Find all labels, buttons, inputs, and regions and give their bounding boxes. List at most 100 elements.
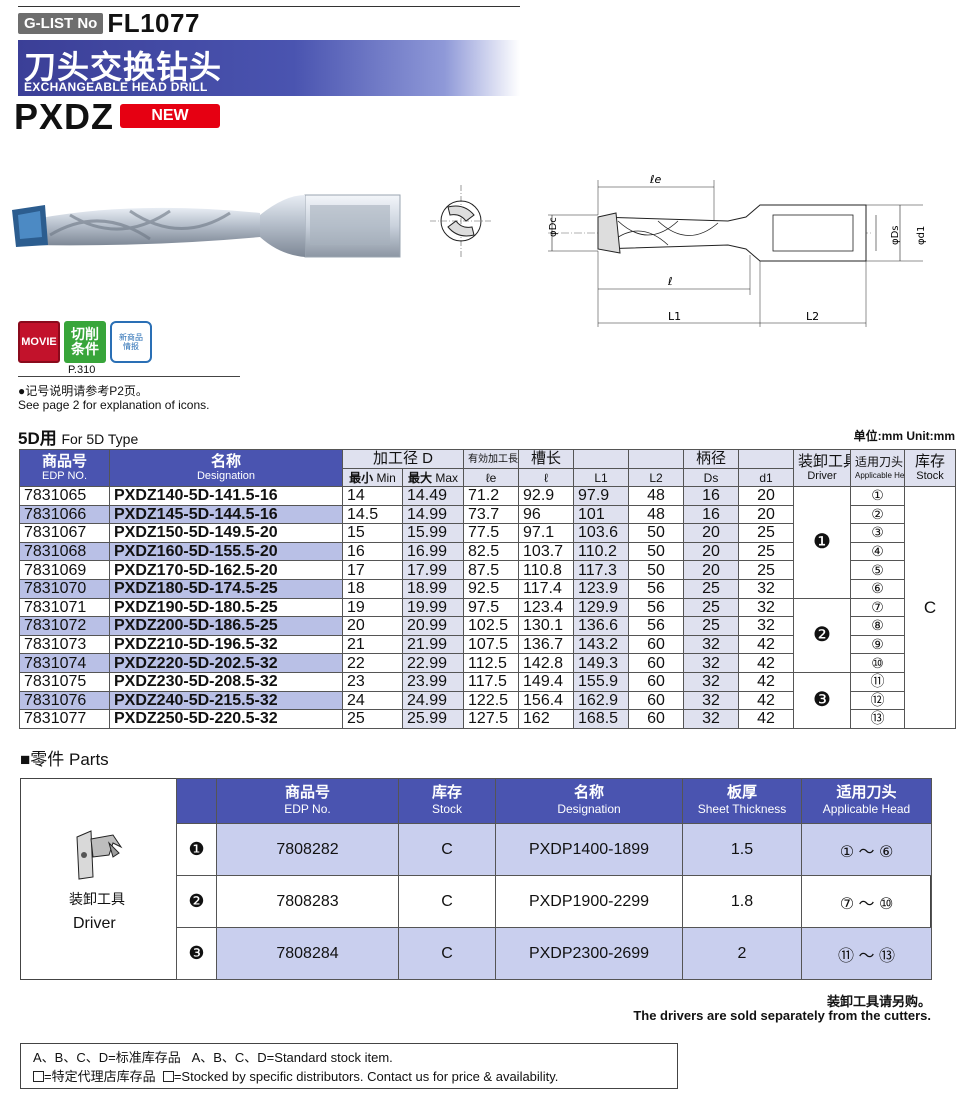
name-cell: PXDZ190-5D-180.5-25	[109, 597, 343, 618]
le-cell: 92.5	[463, 578, 520, 599]
edp-cell: 7831066	[19, 504, 110, 525]
label-L2: L2	[806, 310, 819, 323]
le-cell: 71.2	[463, 486, 520, 506]
driver-cell: ❷	[793, 597, 852, 673]
l-cell: 96	[518, 504, 575, 525]
ds-cell: 20	[683, 523, 740, 543]
L1-cell: 129.9	[573, 597, 630, 618]
header-d1-top	[738, 449, 795, 469]
section-title-zh: 5D用	[18, 429, 57, 448]
glist-header: G-LIST No FL1077	[18, 8, 200, 39]
max-cell: 17.99	[401, 560, 465, 580]
parts-header-mark	[176, 778, 217, 824]
d1-cell: 32	[738, 578, 795, 599]
driver-cell: ❸	[793, 671, 852, 729]
d1-cell: 42	[738, 671, 795, 692]
edp-cell: 7831069	[19, 560, 110, 580]
max-cell: 14.99	[401, 504, 465, 525]
icon-page-ref: P.310	[68, 364, 96, 376]
le-cell: 112.5	[463, 653, 520, 673]
min-cell: 19	[342, 597, 403, 618]
label-L1: L1	[668, 310, 681, 323]
le-cell: 107.5	[463, 634, 520, 655]
page-title-en: EXCHANGEABLE HEAD DRILL	[24, 80, 208, 94]
edp-cell: 7831071	[19, 597, 110, 618]
section-title: 5D用 For 5D Type	[18, 424, 138, 449]
max-cell: 23.99	[401, 671, 465, 692]
label-le: ℓe	[649, 173, 662, 186]
d1-cell: 42	[738, 709, 795, 729]
head-cell: ⑥	[850, 578, 906, 599]
L1-cell: 136.6	[573, 616, 630, 636]
L1-cell: 149.3	[573, 653, 630, 673]
L1-cell: 162.9	[573, 690, 630, 711]
header-ds-sub: Ds	[683, 468, 740, 487]
edp-cell: 7831072	[19, 616, 110, 636]
le-cell: 77.5	[463, 523, 520, 543]
movie-icon[interactable]: MOVIE	[18, 321, 60, 363]
new-product-info-icon[interactable]: 新商品情报	[110, 321, 152, 363]
L2-cell: 60	[628, 634, 685, 655]
name-cell: PXDZ140-5D-141.5-16	[109, 486, 343, 506]
l-cell: 92.9	[518, 486, 575, 506]
l-cell: 123.4	[518, 597, 575, 618]
le-cell: 87.5	[463, 560, 520, 580]
name-cell: PXDZ145-5D-144.5-16	[109, 504, 343, 525]
header-d1: d1	[738, 468, 795, 487]
stock-legend: A、B、C、D=标准库存品 A、B、C、D=Standard stock ite…	[20, 1043, 678, 1089]
edp-cell: 7831075	[19, 671, 110, 692]
le-cell: 122.5	[463, 690, 520, 711]
edp-cell: 7831077	[19, 709, 110, 729]
L2-cell: 60	[628, 653, 685, 673]
driver-label-en: Driver	[73, 915, 116, 932]
stock-legend-en: A、B、C、D=Standard stock item.	[191, 1050, 393, 1065]
max-cell: 22.99	[401, 653, 465, 673]
name-cell: PXDZ230-5D-208.5-32	[109, 671, 343, 692]
ds-cell: 32	[683, 690, 740, 711]
d1-cell: 25	[738, 560, 795, 580]
head-cell: ⑬	[850, 709, 906, 729]
parts-head-cell: ⑦ ～ ⑩	[801, 875, 932, 928]
L2-cell: 56	[628, 578, 685, 599]
L1-cell: 155.9	[573, 671, 630, 692]
max-cell: 18.99	[401, 578, 465, 599]
ds-cell: 20	[683, 560, 740, 580]
max-cell: 20.99	[401, 616, 465, 636]
new-badge: NEW	[120, 104, 220, 128]
cutting-conditions-icon[interactable]: 切削条件	[64, 321, 106, 363]
header-L2: L2	[628, 468, 685, 487]
parts-head-cell: ⑪ ～ ⑬	[801, 927, 932, 980]
parts-name-cell: PXDP1400-1899	[495, 823, 683, 876]
new-info-label-1: 新商品	[119, 333, 143, 342]
L2-cell: 50	[628, 523, 685, 543]
driver-label-zh: 装卸工具	[69, 891, 125, 907]
L2-cell: 56	[628, 616, 685, 636]
sold-note-zh: 装卸工具请另购。	[826, 994, 931, 1009]
l-cell: 149.4	[518, 671, 575, 692]
title-band: 刀头交换钻头 EXCHANGEABLE HEAD DRILL	[18, 40, 520, 96]
top-rule	[18, 6, 520, 7]
parts-mark-cell: ❷	[176, 875, 217, 928]
ds-cell: 32	[683, 653, 740, 673]
le-cell: 97.5	[463, 597, 520, 618]
head-cell: ⑦	[850, 597, 906, 618]
min-cell: 21	[342, 634, 403, 655]
cut-label-1: 切削	[71, 326, 99, 342]
head-cell: ⑧	[850, 616, 906, 636]
edp-cell: 7831067	[19, 523, 110, 543]
parts-thick-cell: 1.8	[682, 875, 802, 928]
glist-number: FL1077	[107, 8, 200, 38]
